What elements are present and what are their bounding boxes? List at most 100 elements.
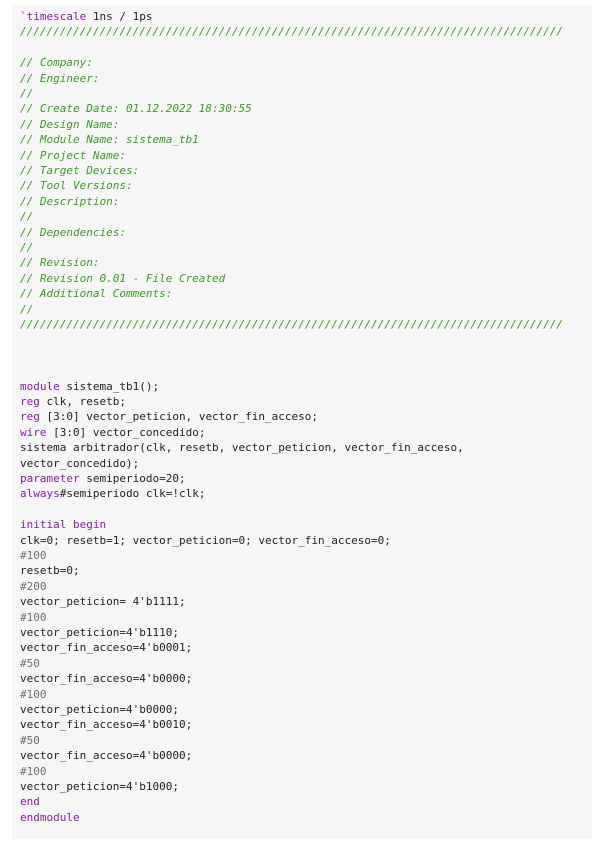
- code-line: #100: [20, 610, 47, 625]
- code-line: endmodule: [20, 810, 80, 825]
- code-line: // Target Devices:: [20, 163, 139, 178]
- code-line: #100: [20, 764, 47, 779]
- code-block: `timescale 1ns / 1ps////////////////////…: [12, 5, 592, 839]
- code-comment: ////////////////////////////////////////…: [20, 25, 564, 39]
- code-line: // Engineer:: [20, 71, 99, 86]
- code-comment: // Design Name:: [20, 117, 120, 131]
- code-line: sistema arbitrador(clk, resetb, vector_p…: [20, 440, 464, 455]
- code-keyword: always: [20, 487, 60, 501]
- code-line: always#semiperiodo clk=!clk;: [20, 486, 205, 501]
- code-line: // Dependencies:: [20, 225, 126, 240]
- code-text: 1ns / 1ps: [92, 10, 153, 23]
- code-line: #100: [20, 548, 47, 563]
- code-line: //: [20, 240, 33, 255]
- code-line: ////////////////////////////////////////…: [20, 317, 563, 332]
- code-keyword: wire: [20, 425, 47, 439]
- code-line: reg clk, resetb;: [20, 394, 126, 409]
- code-comment: // Module Name: sistema_tb1: [20, 133, 199, 147]
- code-keyword: reg: [20, 395, 40, 408]
- code-text: sistema arbitrador(clk, resetb, vector_p…: [20, 441, 464, 455]
- code-comment: // Dependencies:: [20, 225, 126, 239]
- code-line: module sistema_tb1();: [20, 379, 159, 394]
- code-line: vector_fin_acceso=4'b0000;: [20, 671, 192, 686]
- code-comment: //: [20, 210, 34, 224]
- code-line: `timescale 1ns / 1ps: [20, 9, 152, 24]
- code-line: wire [3:0] vector_concedido;: [20, 425, 205, 440]
- code-comment: // Revision:: [20, 256, 100, 270]
- code-line: // Design Name:: [20, 117, 119, 132]
- code-comment: // Description:: [20, 194, 120, 208]
- code-line: // Revision:: [20, 255, 99, 270]
- code-comment: //: [20, 87, 34, 100]
- code-text: [3:0] vector_peticion, vector_fin_acceso…: [39, 410, 319, 424]
- code-comment: // Additional Comments:: [20, 287, 173, 301]
- code-keyword: module: [20, 379, 60, 393]
- code-text: semiperiodo=20;: [79, 472, 186, 485]
- code-comment: ////////////////////////////////////////…: [20, 318, 564, 331]
- code-comment: //: [20, 302, 34, 316]
- code-keyword: end: [20, 795, 40, 809]
- code-line: vector_fin_acceso=4'b0010;: [20, 717, 192, 732]
- code-keyword: reg: [20, 410, 40, 424]
- code-line: resetb=0;: [20, 563, 80, 578]
- code-line: #50: [20, 733, 40, 748]
- code-comment: // Tool Versions:: [20, 179, 133, 193]
- code-text: #semiperiodo clk=!clk;: [59, 487, 206, 501]
- code-line: parameter semiperiodo=20;: [20, 471, 186, 486]
- code-line: end: [20, 794, 40, 809]
- code-delay: #50: [20, 733, 40, 747]
- code-line: // Tool Versions:: [20, 178, 133, 193]
- code-text: vector_peticion=4'b0000;: [20, 703, 179, 716]
- code-line: //: [20, 302, 33, 317]
- code-line: #50: [20, 656, 40, 671]
- code-text: vector_peticion=4'b1110;: [20, 626, 179, 639]
- code-line: initial begin: [20, 517, 106, 532]
- code-delay: #100: [20, 687, 47, 701]
- code-line: vector_peticion=4'b1110;: [20, 625, 179, 640]
- code-line: clk=0; resetb=1; vector_peticion=0; vect…: [20, 533, 391, 548]
- code-line: vector_peticion= 4'b1111;: [20, 594, 186, 609]
- code-line: // Additional Comments:: [20, 286, 172, 301]
- code-text: vector_fin_acceso=4'b0000;: [20, 749, 193, 763]
- code-line: //: [20, 86, 33, 101]
- code-text: vector_peticion=4'b1000;: [20, 780, 179, 793]
- code-delay: #100: [20, 764, 47, 778]
- code-line: // Description:: [20, 194, 119, 209]
- code-delay: #100: [20, 610, 47, 624]
- code-line: // Company:: [20, 55, 93, 70]
- code-text: vector_concedido);: [20, 456, 140, 470]
- code-keyword: parameter: [20, 472, 80, 485]
- code-line: vector_fin_acceso=4'b0000;: [20, 748, 192, 763]
- code-keyword: initial begin: [20, 518, 107, 532]
- code-line: reg [3:0] vector_peticion, vector_fin_ac…: [20, 409, 318, 424]
- code-text: clk, resetb;: [39, 395, 126, 408]
- code-line: // Project Name:: [20, 148, 126, 163]
- code-line: vector_fin_acceso=4'b0001;: [20, 640, 192, 655]
- code-line: // Module Name: sistema_tb1: [20, 132, 199, 147]
- code-text: vector_fin_acceso=4'b0001;: [20, 641, 193, 655]
- code-line: ////////////////////////////////////////…: [20, 24, 563, 39]
- code-line: vector_peticion=4'b0000;: [20, 702, 179, 717]
- code-comment: // Engineer:: [20, 71, 100, 85]
- code-comment: // Target Devices:: [20, 164, 140, 177]
- code-text: vector_fin_acceso=4'b0000;: [20, 672, 193, 686]
- code-text: sistema_tb1();: [59, 379, 160, 393]
- code-line: #100: [20, 687, 47, 702]
- code-text: resetb=0;: [20, 564, 80, 578]
- code-line: vector_peticion=4'b1000;: [20, 779, 179, 794]
- code-text: [3:0] vector_concedido;: [46, 425, 206, 439]
- code-text: vector_peticion= 4'b1111;: [20, 595, 186, 609]
- code-keyword: `timescale: [20, 10, 93, 23]
- code-line: vector_concedido);: [20, 456, 139, 471]
- code-comment: // Revision 0.01 - File Created: [20, 271, 226, 285]
- code-line: // Create Date: 01.12.2022 18:30:55: [20, 101, 252, 116]
- code-delay: #50: [20, 656, 40, 670]
- code-comment: // Company:: [20, 56, 93, 70]
- code-line: #200: [20, 579, 47, 594]
- code-text: clk=0; resetb=1; vector_peticion=0; vect…: [20, 533, 391, 547]
- code-delay: #200: [20, 579, 47, 593]
- code-comment: // Create Date: 01.12.2022 18:30:55: [20, 102, 252, 116]
- code-comment: // Project Name:: [20, 148, 126, 162]
- code-comment: //: [20, 241, 34, 254]
- code-keyword: endmodule: [20, 810, 80, 824]
